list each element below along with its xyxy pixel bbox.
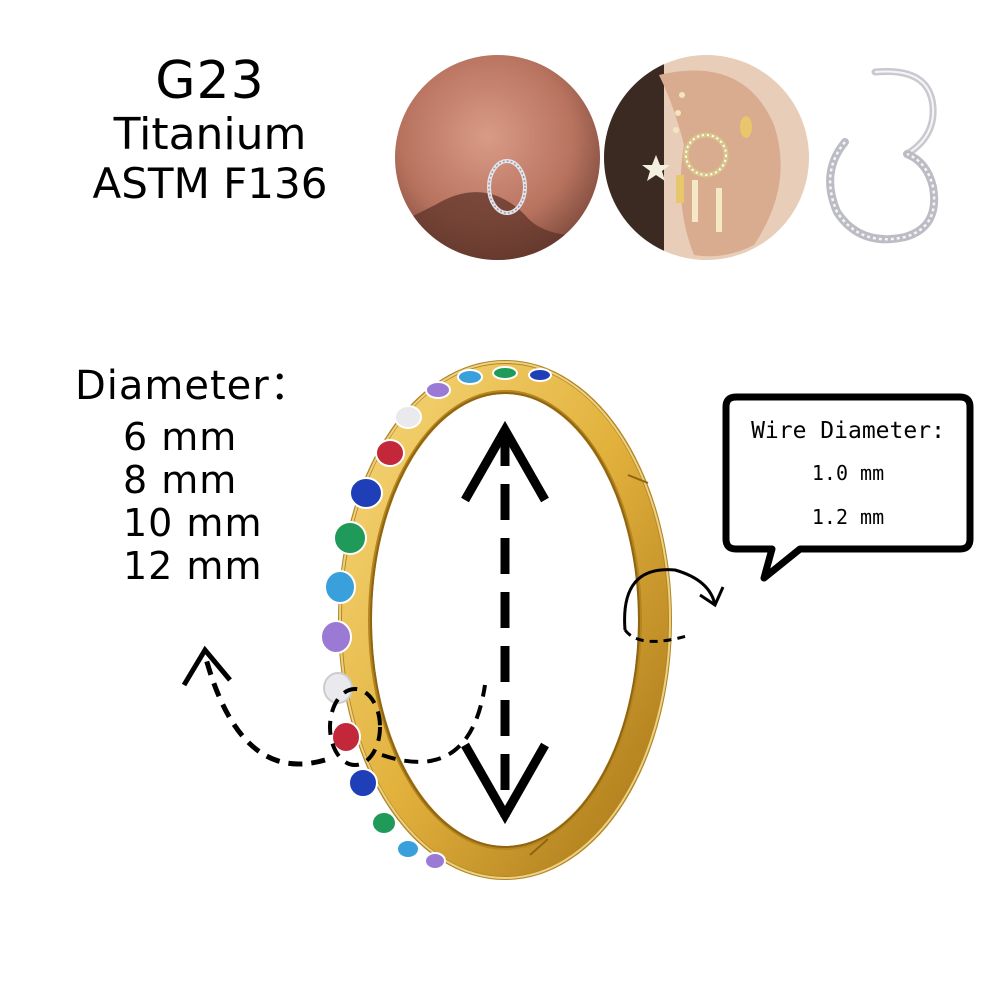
wire-size-1-2mm: 1.2 mm — [811, 505, 885, 529]
diameter-size-list: 6 mm 8 mm 10 mm 12 mm — [123, 416, 311, 588]
wire-diameter-label: Wire Diameter: — [751, 418, 945, 444]
ear-piercing-photo-icon — [604, 55, 809, 260]
open-hinged-ring-photo — [815, 62, 950, 252]
diameter-label: Diameter： — [75, 363, 311, 409]
open-hinged-ring-photo-icon — [826, 67, 939, 244]
wire-diameter-callout: Wire Diameter: 1.0 mm 1.2 mm — [722, 393, 974, 583]
gold-gem-ring-icon — [181, 360, 725, 880]
diameter-arrow-icon — [461, 420, 549, 825]
diameter-size-10mm: 10 mm — [123, 501, 263, 545]
diameter-size-12mm: 12 mm — [123, 544, 263, 588]
zoom-arrow-icon — [202, 654, 487, 767]
nose-piercing-photo — [395, 55, 600, 260]
ear-piercing-photo — [604, 55, 809, 260]
material-info: G23 Titanium ASTM F136 — [60, 52, 360, 208]
diameter-size-6mm: 6 mm — [123, 415, 238, 459]
nose-piercing-photo-icon — [395, 55, 600, 260]
diameter-info: Diameter： 6 mm 8 mm 10 mm 12 mm — [75, 362, 311, 588]
product-illustration — [170, 355, 730, 895]
wire-arrow-icon — [623, 568, 717, 643]
gemstones — [320, 366, 552, 870]
standard-label: ASTM F136 — [92, 159, 328, 208]
wire-size-1-0mm: 1.0 mm — [811, 461, 885, 485]
material-label: Titanium — [113, 109, 307, 160]
speech-bubble-icon — [722, 393, 974, 582]
grade-label: G23 — [155, 51, 265, 111]
diameter-size-8mm: 8 mm — [123, 458, 238, 502]
